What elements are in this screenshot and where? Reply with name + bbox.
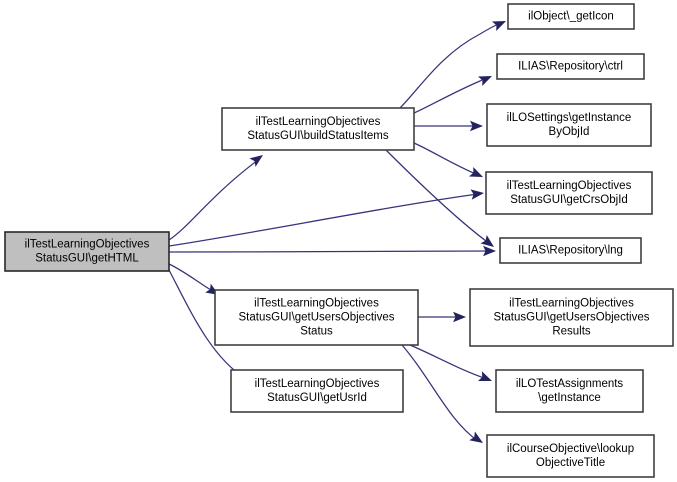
graph-node-getIcon[interactable]: ilObject\_getIcon: [507, 3, 635, 30]
node-label-getInstance: ilLOTestAssignments \getInstance: [516, 378, 624, 404]
node-label-line: ILIAS\Repository\lng: [518, 245, 623, 257]
arrowhead-icon: [483, 245, 496, 257]
arrowhead-icon: [469, 431, 483, 443]
arrowhead-icon: [453, 311, 466, 323]
node-label-line: ilTestLearningObjectives: [254, 297, 379, 309]
graph-node-getInstance[interactable]: ilLOTestAssignments \getInstance: [495, 369, 644, 413]
call-edge-buildStatusItems-to-getIcon: [399, 21, 503, 109]
call-edge-buildStatusItems-to-getCrsObjId: [413, 142, 479, 176]
arrowhead-icon: [470, 120, 483, 132]
node-label-line: ilLOTestAssignments: [516, 378, 624, 390]
node-label-line: ilLOSettings\getInstance: [507, 112, 632, 124]
arrowhead-icon: [477, 371, 492, 381]
node-label-line: Results: [552, 326, 591, 338]
node-box-lookupObjectiveTitle[interactable]: [486, 434, 655, 478]
node-label-line: StatusGUI\getUsersObjectives: [494, 312, 650, 324]
node-box-getIcon[interactable]: [507, 3, 635, 30]
node-box-buildStatusItems[interactable]: [221, 107, 415, 151]
node-label-ctrl: ILIAS\Repository\ctrl: [518, 61, 623, 73]
node-label-getIcon: ilObject\_getIcon: [528, 11, 614, 23]
node-label-line: ilObject\_getIcon: [528, 11, 614, 23]
node-label-line: ilTestLearningObjectives: [25, 238, 150, 250]
arrowhead-icon: [478, 76, 492, 87]
graph-node-lng[interactable]: ILIAS\Repository\lng: [499, 237, 642, 264]
node-box-getInstance[interactable]: [495, 369, 644, 413]
node-label-line: ilTestLearningObjectives: [255, 378, 380, 390]
arrowhead-icon: [249, 155, 263, 167]
node-label-line: \getInstance: [538, 392, 601, 404]
node-box-ctrl[interactable]: [496, 53, 645, 80]
call-edge-getHTML-to-getUsersObjectivesStatus: [168, 263, 217, 294]
graph-node-ctrl[interactable]: ILIAS\Repository\ctrl: [496, 53, 645, 80]
call-edge-getUsersObjectivesStatus-to-getInstance: [409, 344, 488, 380]
arrowhead-icon: [492, 21, 506, 32]
arrowhead-icon: [480, 235, 494, 247]
node-box-getUsrId[interactable]: [230, 369, 404, 413]
edges-layer: [168, 21, 503, 442]
call-edge-buildStatusItems-to-lng: [385, 149, 491, 245]
call-edge-getUsersObjectivesStatus-to-lookupObjectiveTitle: [401, 344, 479, 442]
arrowhead-icon: [469, 166, 483, 177]
call-edge-buildStatusItems-to-ctrl: [411, 76, 489, 115]
node-box-lng[interactable]: [499, 237, 642, 264]
node-label-line: Status: [300, 326, 333, 338]
node-box-getCrsObjId[interactable]: [485, 171, 653, 215]
call-edge-getHTML-to-lng: [168, 250, 493, 253]
node-label-line: ByObjId: [549, 126, 590, 138]
node-box-getInstanceByObjId[interactable]: [486, 103, 652, 147]
call-edge-getHTML-to-getCrsObjId: [168, 193, 479, 247]
arrowhead-icon: [470, 189, 484, 200]
node-label-line: ilTestLearningObjectives: [507, 180, 632, 192]
node-label-line: ilCourseObjective\lookup: [507, 443, 634, 455]
node-label-line: StatusGUI\getUsrId: [267, 392, 367, 404]
node-label-line: StatusGUI\getHTML: [35, 253, 139, 265]
node-label-line: StatusGUI\getUsersObjectives: [239, 312, 395, 324]
node-box-getHTML[interactable]: [4, 231, 170, 272]
node-label-line: ILIAS\Repository\ctrl: [518, 61, 623, 73]
call-edge-getHTML-to-buildStatusItems: [168, 159, 259, 241]
node-box-getUsersObjectivesResults[interactable]: [469, 288, 674, 347]
node-label-line: ilTestLearningObjectives: [256, 116, 381, 128]
node-label-line: ObjectiveTitle: [536, 457, 605, 469]
node-label-line: ilTestLearningObjectives: [509, 297, 634, 309]
node-label-line: StatusGUI\buildStatusItems: [247, 130, 389, 142]
node-label-lng: ILIAS\Repository\lng: [518, 245, 623, 257]
node-label-line: StatusGUI\getCrsObjId: [510, 194, 628, 206]
node-box-getUsersObjectivesStatus[interactable]: [214, 289, 419, 346]
